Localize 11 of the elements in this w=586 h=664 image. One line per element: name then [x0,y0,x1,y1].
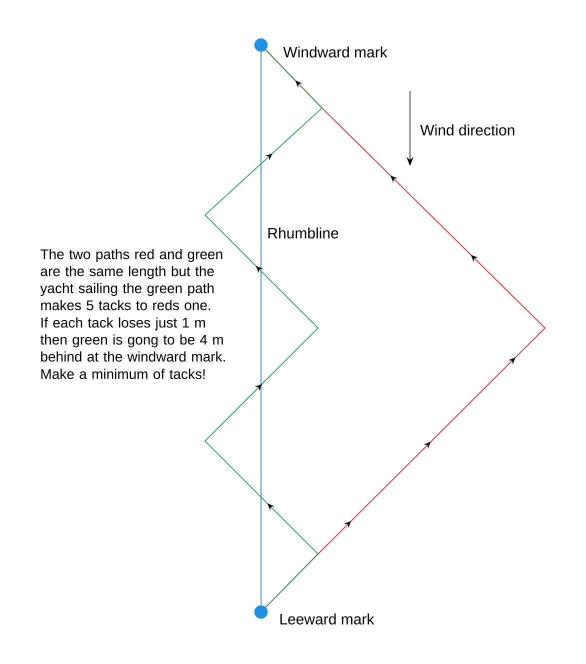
rhumb-line [260,51,262,606]
mark-label: Leeward mark [280,614,374,624]
mark-dot [254,605,268,619]
note-text: The two paths red and green are the same length but the yacht sailing the green path makes 5 tacks to reds one. [40,248,222,310]
mark-dot [254,38,268,52]
note-text: Make a minimum of tacks! [41,368,205,380]
mark-label: Windward mark [283,46,388,58]
wind-label: Wind direction [420,124,514,136]
edge-label: Rhumbline [266,226,340,240]
sailing-path [204,49,323,608]
note-text: If each tack loses just 1 m then green is gong to be 4 m behind at the windward mark. [40,317,225,362]
